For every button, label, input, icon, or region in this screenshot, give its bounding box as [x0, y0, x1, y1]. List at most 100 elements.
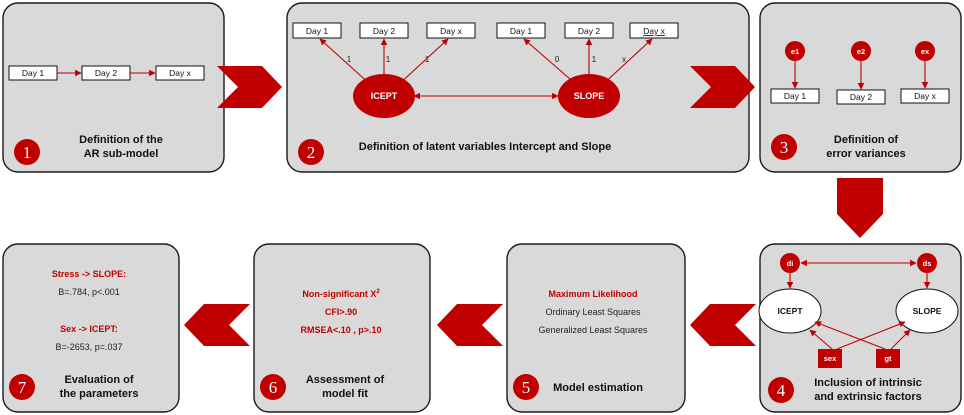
p2-latent-icept [353, 74, 415, 118]
p3-error-e2-label: e2 [857, 47, 865, 56]
p3-number: 3 [780, 138, 789, 157]
p2-slope-to-dayx [600, 38, 653, 87]
p4-disturbance-ds [917, 253, 937, 273]
p4-disturbance-di-label: di [787, 259, 794, 268]
p2-right-box-dayx-label: Day x [643, 26, 665, 36]
p3-box-day1 [770, 88, 820, 104]
p2-left-box-dayx-label: Day x [440, 26, 462, 36]
panel-6: Non-significant X2 CFI>.90 RMSEA<.10 , p… [253, 243, 431, 413]
p7-effect2-label: Sex -> ICEPT: [60, 324, 118, 334]
panel-7-background [2, 243, 180, 413]
p1-number-badge [14, 139, 40, 165]
panel-7: Stress -> SLOPE: B=.784, p<.001 Sex -> I… [2, 243, 180, 413]
p6-cfi-criterion: CFI>.90 [325, 307, 357, 317]
p7-title-line1: Evaluation of [64, 374, 133, 386]
p1-box-day2-label: Day 2 [95, 68, 117, 78]
p2-slope-to-day1 [523, 38, 579, 87]
p2-icept-loading-2: 1 [386, 55, 391, 64]
p6-number: 6 [269, 378, 278, 397]
p2-right-box-day1-label: Day 1 [510, 26, 532, 36]
p1-box-day1-label: Day 1 [22, 68, 44, 78]
p3-box-dayx [900, 88, 950, 104]
p5-number-badge [513, 374, 539, 400]
p3-error-ex [915, 41, 935, 61]
p7-effect1-label: Stress -> SLOPE: [52, 269, 126, 279]
p2-left-box-day2 [359, 22, 409, 39]
p2-slope-loading-1: 0 [555, 55, 560, 64]
p2-left-box-day2-label: Day 2 [373, 26, 395, 36]
panel-3: e1 e2 ex Day 1 Day 2 Day x 3 Definition … [759, 2, 962, 173]
p4-disturbance-ds-label: ds [923, 259, 932, 268]
p2-icept-loading-1: 1 [347, 55, 352, 64]
p3-box-day2-label: Day 2 [850, 92, 872, 102]
p4-title-line2: and extrinsic factors [814, 391, 922, 403]
p1-box-dayx [155, 65, 205, 81]
p2-number: 2 [307, 143, 316, 162]
p4-sex-to-icept [809, 329, 833, 350]
p4-gt-to-slope [890, 329, 911, 350]
p2-left-box-day1-label: Day 1 [306, 26, 328, 36]
p3-box-dayx-label: Day x [914, 91, 936, 101]
p4-number: 4 [777, 381, 786, 400]
p4-factor-sex-label: sex [824, 354, 837, 363]
p2-icept-to-day1 [319, 38, 373, 87]
p3-number-badge [771, 134, 797, 160]
p4-factor-gt [876, 349, 900, 368]
p4-title-line1: Inclusion of intrinsic [814, 377, 922, 389]
p4-latent-icept-label: ICEPT [777, 306, 803, 316]
p2-right-box-day2-label: Day 2 [578, 26, 600, 36]
p2-slope-loading-x: x [622, 55, 626, 64]
p3-box-day2 [836, 89, 886, 105]
p2-icept-to-dayx [396, 38, 449, 87]
p6-title-line2: model fit [322, 388, 368, 400]
panel-6-background [253, 243, 431, 413]
p3-box-day1-label: Day 1 [784, 91, 806, 101]
p3-title-line2: error variances [826, 148, 906, 160]
p5-method-ols: Ordinary Least Squares [545, 307, 641, 317]
p2-left-box-day1 [292, 22, 342, 39]
flow-arrow-1-2 [217, 66, 282, 108]
p4-gt-to-icept [814, 321, 886, 350]
panel-4: di ds ICEPT SLOPE sex gt 4 Inclusion of … [758, 243, 962, 413]
p2-number-badge [298, 139, 324, 165]
p6-chi-square-criterion: Non-significant X2 [302, 289, 380, 299]
p5-method-ml: Maximum Likelihood [548, 289, 637, 299]
p6-chi-superscript: 2 [376, 289, 380, 295]
p2-latent-slope-label: SLOPE [574, 91, 605, 101]
p2-latent-slope [558, 74, 620, 118]
panel-1: Day 1 Day 2 Day x 1 Definition of the AR… [2, 2, 225, 173]
p6-rmsea-criterion: RMSEA<.10 , p>.10 [300, 325, 381, 335]
p2-latent-icept-label: ICEPT [371, 91, 398, 101]
p2-icept-loading-x: 1 [425, 55, 430, 64]
p3-error-ex-label: ex [921, 47, 930, 56]
p1-title-line1: Definition of the [79, 134, 163, 146]
p1-box-dayx-label: Day x [169, 68, 191, 78]
p7-effect2-value: B=-2653, p=.037 [55, 342, 122, 352]
p4-disturbance-di [780, 253, 800, 273]
p4-latent-slope-label: SLOPE [913, 306, 942, 316]
p2-title: Definition of latent variables Intercept… [359, 141, 611, 153]
p4-latent-slope [895, 288, 959, 334]
flow-arrow-3-4 [837, 178, 883, 238]
p1-number: 1 [23, 143, 32, 162]
p3-error-e1-label: e1 [791, 47, 799, 56]
p7-effect1-value: B=.784, p<.001 [58, 287, 120, 297]
p2-right-box-day2 [564, 22, 614, 39]
p6-number-badge [260, 374, 286, 400]
p3-error-e1 [785, 41, 805, 61]
p3-title-line1: Definition of [834, 134, 898, 146]
flow-arrow-4-5 [690, 304, 756, 346]
p5-method-gls: Generalized Least Squares [538, 325, 648, 335]
flow-arrow-2-3 [690, 66, 755, 108]
p7-number: 7 [18, 378, 27, 397]
p1-title-line2: AR sub-model [84, 148, 159, 160]
panel-5: Maximum Likelihood Ordinary Least Square… [506, 243, 686, 413]
p4-factor-sex [818, 349, 842, 368]
p5-title: Model estimation [553, 382, 643, 394]
p6-chi-label: Non-significant X [302, 289, 376, 299]
p2-left-box-dayx [426, 22, 476, 39]
p5-number: 5 [522, 378, 531, 397]
panel-2: Day 1 Day 2 Day x Day 1 Day 2 Day x 1 1 … [286, 2, 750, 173]
panel-5-background [506, 243, 686, 413]
